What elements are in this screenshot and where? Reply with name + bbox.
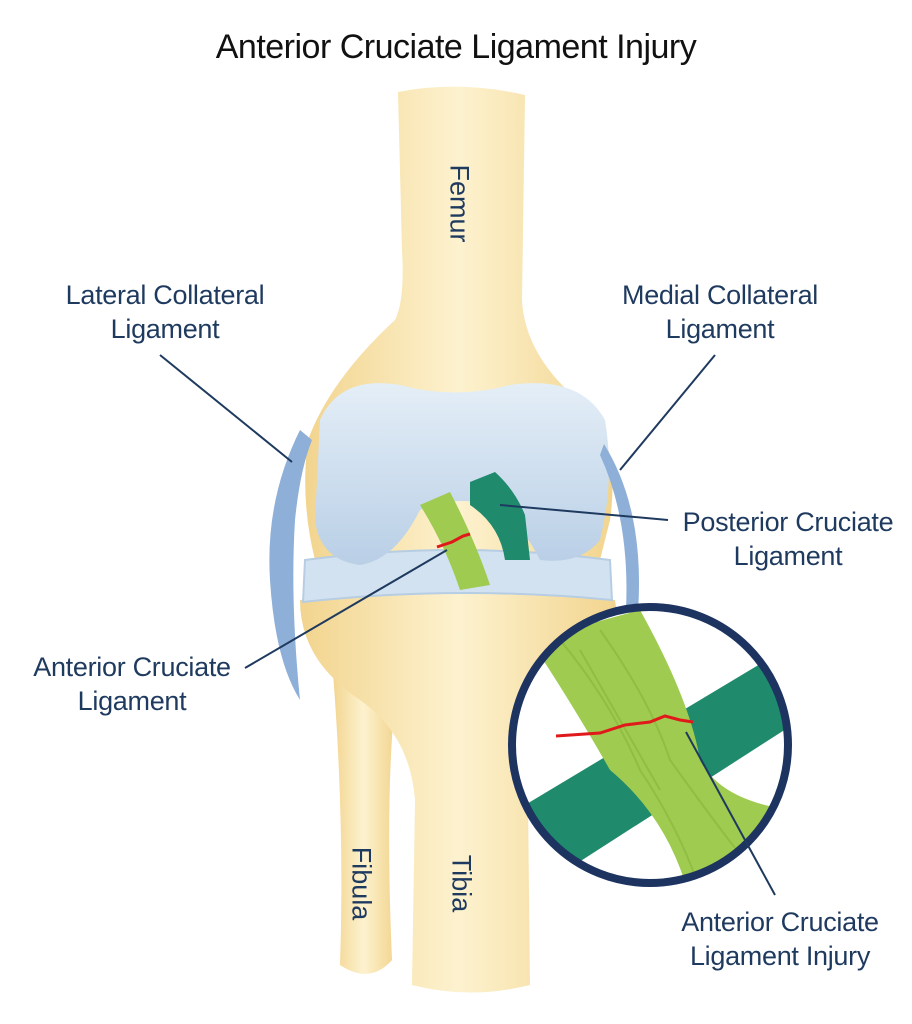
inset-tear-mark [555, 714, 694, 738]
label-line: Ligament Injury [689, 941, 871, 971]
label-posterior-cruciate-ligament: Posterior Cruciate Ligament [683, 505, 894, 573]
medial-collateral-ligament [600, 444, 640, 612]
inset-border [508, 603, 792, 887]
diagram-title: Anterior Cruciate Ligament Injury [215, 28, 697, 66]
femoral-cartilage [315, 383, 609, 565]
label-line: Anterior Cruciate [681, 907, 879, 937]
label-line: Posterior Cruciate [682, 507, 894, 537]
label-fibula: Fibula [346, 846, 377, 921]
posterior-cruciate-ligament [470, 472, 530, 560]
label-tibia: Tibia [446, 854, 477, 913]
label-acl-injury: Anterior Cruciate Ligament Injury [681, 905, 879, 973]
label-anterior-cruciate-ligament: Anterior Cruciate Ligament [33, 650, 231, 718]
leader-lateral-collateral [159, 354, 293, 463]
label-femur: Femur [444, 164, 475, 243]
leader-medial-collateral [619, 354, 716, 471]
label-line: Ligament [665, 314, 775, 344]
label-line: Lateral Collateral [65, 280, 265, 310]
leader-acl-injury [685, 731, 776, 896]
fibula-bone [332, 646, 395, 974]
label-line: Ligament [733, 541, 843, 571]
injury-inset [514, 609, 786, 881]
leader-posterior-cruciate [499, 504, 669, 521]
label-medial-collateral-ligament: Medial Collateral Ligament [622, 278, 818, 346]
label-line: Ligament [77, 686, 187, 716]
label-line: Anterior Cruciate [33, 652, 231, 682]
label-line: Medial Collateral [622, 280, 818, 310]
acl-tear-mark [436, 532, 471, 549]
label-line: Ligament [110, 314, 220, 344]
lateral-collateral-ligament [269, 430, 312, 700]
label-lateral-collateral-ligament: Lateral Collateral Ligament [66, 278, 265, 346]
leader-anterior-cruciate [244, 549, 448, 669]
